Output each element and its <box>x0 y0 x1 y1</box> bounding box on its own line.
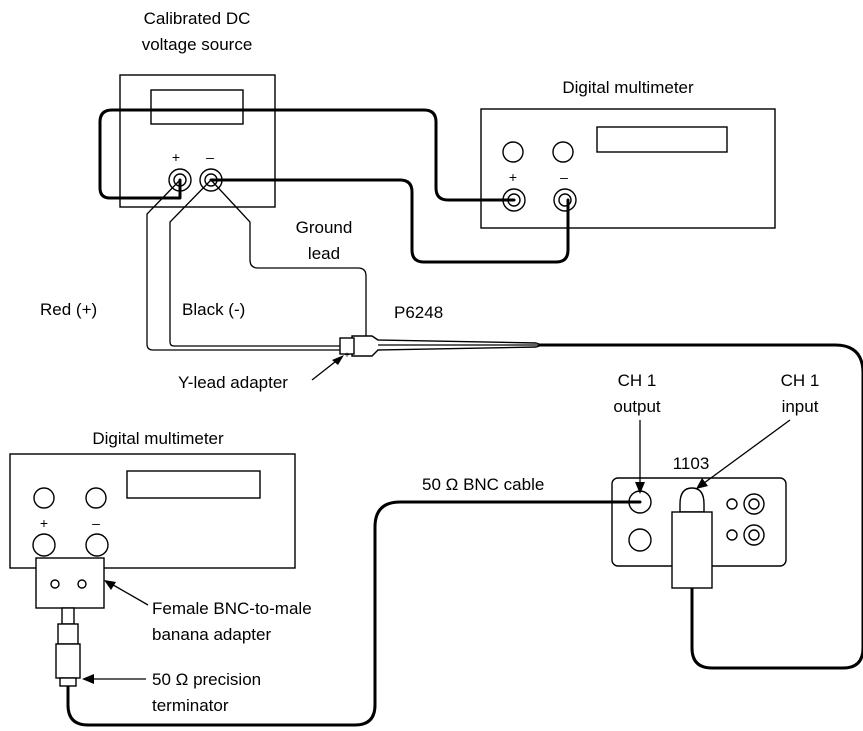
dmm-top-plus-wire <box>98 108 516 202</box>
ground-lead-wire <box>210 179 367 338</box>
terminator-arrowhead <box>82 674 94 684</box>
amp-model-label: 1103 <box>673 454 710 473</box>
probe-body <box>351 335 541 357</box>
ch1-input-arrowhead <box>696 478 708 489</box>
dmm-bottom-button-right <box>85 487 107 509</box>
dmm-top-button-right <box>552 141 574 163</box>
precision-terminator <box>55 623 81 687</box>
banana-adapter-label-line2: banana adapter <box>152 625 271 644</box>
banana-adapter-pin-right <box>77 579 87 589</box>
terminator-body <box>55 643 81 679</box>
ch1-input-label-line2: input <box>782 397 819 416</box>
amp-led-top <box>726 498 738 510</box>
y-lead-adapter <box>339 337 355 355</box>
dmm-bottom-minus-jack <box>85 533 109 557</box>
dmm-top: + – <box>480 108 776 229</box>
amp-led-bottom <box>726 529 738 541</box>
dmm-top-minus-wire <box>209 178 570 264</box>
tekprobe-1103 <box>611 477 787 589</box>
banana-adapter-pointer <box>107 581 149 606</box>
source-title-line1: Calibrated DC <box>144 9 251 28</box>
dmm-bottom-button-left <box>33 487 55 509</box>
banana-adapter-body <box>35 557 105 609</box>
amp-knob-bottom-inner <box>748 529 760 541</box>
bnc-cable <box>66 500 642 727</box>
y-lead-label: Y-lead adapter <box>178 373 288 392</box>
ch1-output-label-line2: output <box>613 397 661 416</box>
bnc-cable-label: 50 Ω BNC cable <box>422 475 544 494</box>
source-minus-label: – <box>206 149 214 165</box>
bnc-banana-adapter <box>35 557 105 625</box>
source-display <box>150 89 244 125</box>
source-title-line2: voltage source <box>142 35 253 54</box>
dmm-bottom-display <box>126 470 261 499</box>
black-lead-wire <box>169 179 340 347</box>
terminator-collar <box>57 623 79 645</box>
dmm-bottom-title: Digital multimeter <box>92 429 224 448</box>
banana-adapter-pin-left <box>50 579 60 589</box>
dmm-top-minus-label: – <box>560 169 568 185</box>
dmm-bottom-minus-label: – <box>92 515 100 531</box>
dmm-top-plus-label: + <box>509 169 517 185</box>
source-plus-label: + <box>172 149 180 165</box>
ground-lead-label-line1: Ground <box>296 218 353 237</box>
amp-knob-top-inner <box>748 498 760 510</box>
red-lead-wire <box>146 179 340 351</box>
probe-connector-body <box>671 511 713 589</box>
ground-lead-label-line2: lead <box>308 244 340 263</box>
terminator-label-line2: terminator <box>152 696 229 715</box>
banana-adapter-arrowhead <box>104 580 116 590</box>
ch1-input-label-line1: CH 1 <box>781 371 820 390</box>
ch1-output-arrowhead <box>635 482 645 494</box>
red-lead-label: Red (+) <box>40 300 97 319</box>
probe-cable <box>538 343 863 670</box>
banana-adapter-label-line1: Female BNC-to-male <box>152 599 312 618</box>
ch1-input-plug <box>679 487 705 513</box>
terminator-label-line1: 50 Ω precision <box>152 670 261 689</box>
dmm-bottom: + – <box>9 453 296 569</box>
dmm-bottom-plus-label: + <box>40 515 48 531</box>
y-lead-plus: + <box>344 350 349 360</box>
probe-label: P6248 <box>394 303 443 322</box>
p6248-probe: + <box>339 335 541 360</box>
ch1-input-pointer <box>699 419 791 487</box>
dmm-bottom-plus-jack <box>32 533 56 557</box>
dmm-top-button-left <box>502 141 524 163</box>
amp-lower-jack <box>628 528 652 552</box>
ch1-output-label-line1: CH 1 <box>618 371 657 390</box>
dmm-top-title: Digital multimeter <box>562 78 694 97</box>
y-lead-arrowhead <box>332 355 344 365</box>
terminator-tip <box>59 677 77 687</box>
bnc-neck <box>61 607 75 625</box>
dmm-top-display <box>596 126 728 153</box>
dc-voltage-source: + – <box>119 74 276 208</box>
black-lead-label: Black (-) <box>182 300 245 319</box>
